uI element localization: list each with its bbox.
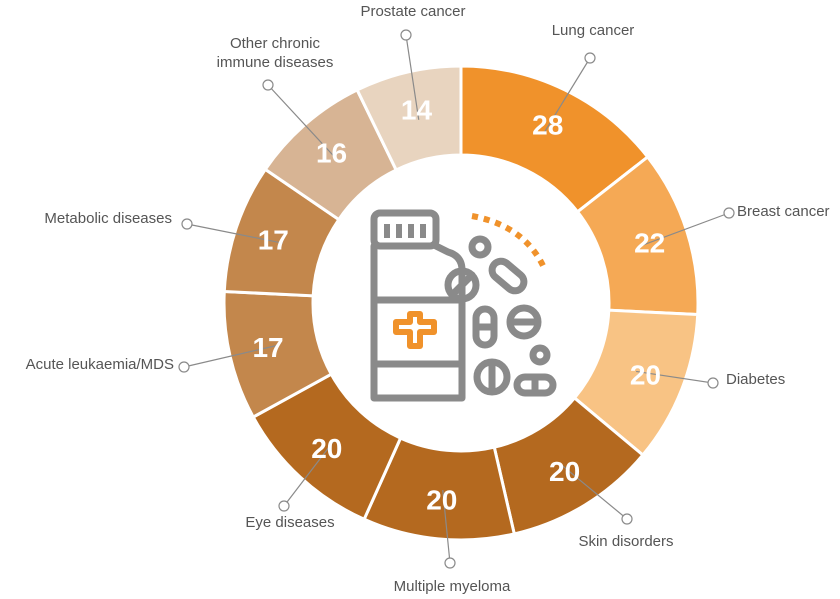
leader-dot-acute-leukaemia-mds xyxy=(178,361,190,373)
leader-line-breast-cancer xyxy=(639,212,730,247)
value-label-eye-diseases: 20 xyxy=(311,433,342,464)
leader-line-acute-leukaemia-mds xyxy=(183,344,278,368)
category-label-acute-leukaemia-mds: Acute leukaemia/MDS xyxy=(26,356,174,373)
leader-line-prostate-cancer xyxy=(405,34,420,120)
value-label-metabolic-diseases: 17 xyxy=(258,224,289,255)
category-label-breast-cancer: Breast cancer xyxy=(737,203,830,220)
category-label-multiple-myeloma: Multiple myeloma xyxy=(394,578,511,595)
segment-value-labels: 28 22 20 20 20 20 17 17 16 14 xyxy=(252,95,665,516)
value-label-other-chronic-immune-diseases: 16 xyxy=(316,138,347,169)
leader-line-multiple-myeloma xyxy=(442,490,451,564)
value-label-lung-cancer: 28 xyxy=(532,110,563,141)
value-label-breast-cancer: 22 xyxy=(634,228,665,259)
leader-dot-lung-cancer xyxy=(584,52,596,64)
leader-dot-other-chronic-immune-diseases xyxy=(262,79,274,91)
slice-prostate-cancer xyxy=(355,64,463,172)
leader-line-skin-disorders xyxy=(558,462,628,520)
value-label-skin-disorders: 20 xyxy=(549,456,580,487)
leader-line-diabetes xyxy=(636,370,714,384)
label-leader-lines xyxy=(178,29,735,569)
leader-line-metabolic-diseases xyxy=(186,223,283,244)
leader-line-lung-cancer xyxy=(542,57,591,135)
leader-dot-diabetes xyxy=(707,377,719,389)
category-label-lung-cancer: Lung cancer xyxy=(552,22,635,39)
leader-dot-prostate-cancer xyxy=(400,29,412,41)
medicine-bottle-and-pills-icon xyxy=(370,209,557,402)
leader-line-eye-diseases xyxy=(283,440,335,507)
leader-dot-metabolic-diseases xyxy=(181,218,193,230)
donut-segments xyxy=(222,64,700,542)
leader-dot-eye-diseases xyxy=(278,500,290,512)
leader-line-other-chronic-immune-diseases xyxy=(267,84,339,162)
value-label-acute-leukaemia-mds: 17 xyxy=(252,332,283,363)
category-label-prostate-cancer: Prostate cancer xyxy=(360,3,465,20)
value-label-diabetes: 20 xyxy=(630,360,661,391)
category-label-diabetes: Diabetes xyxy=(726,371,785,388)
category-label-skin-disorders: Skin disorders xyxy=(578,533,673,550)
value-label-prostate-cancer: 14 xyxy=(401,95,433,126)
leader-dot-multiple-myeloma xyxy=(444,557,456,569)
leader-dot-breast-cancer xyxy=(723,207,735,219)
leader-dot-skin-disorders xyxy=(621,513,633,525)
value-label-multiple-myeloma: 20 xyxy=(426,485,457,516)
category-label-metabolic-diseases: Metabolic diseases xyxy=(44,210,172,227)
category-label-eye-diseases: Eye diseases xyxy=(245,514,334,531)
